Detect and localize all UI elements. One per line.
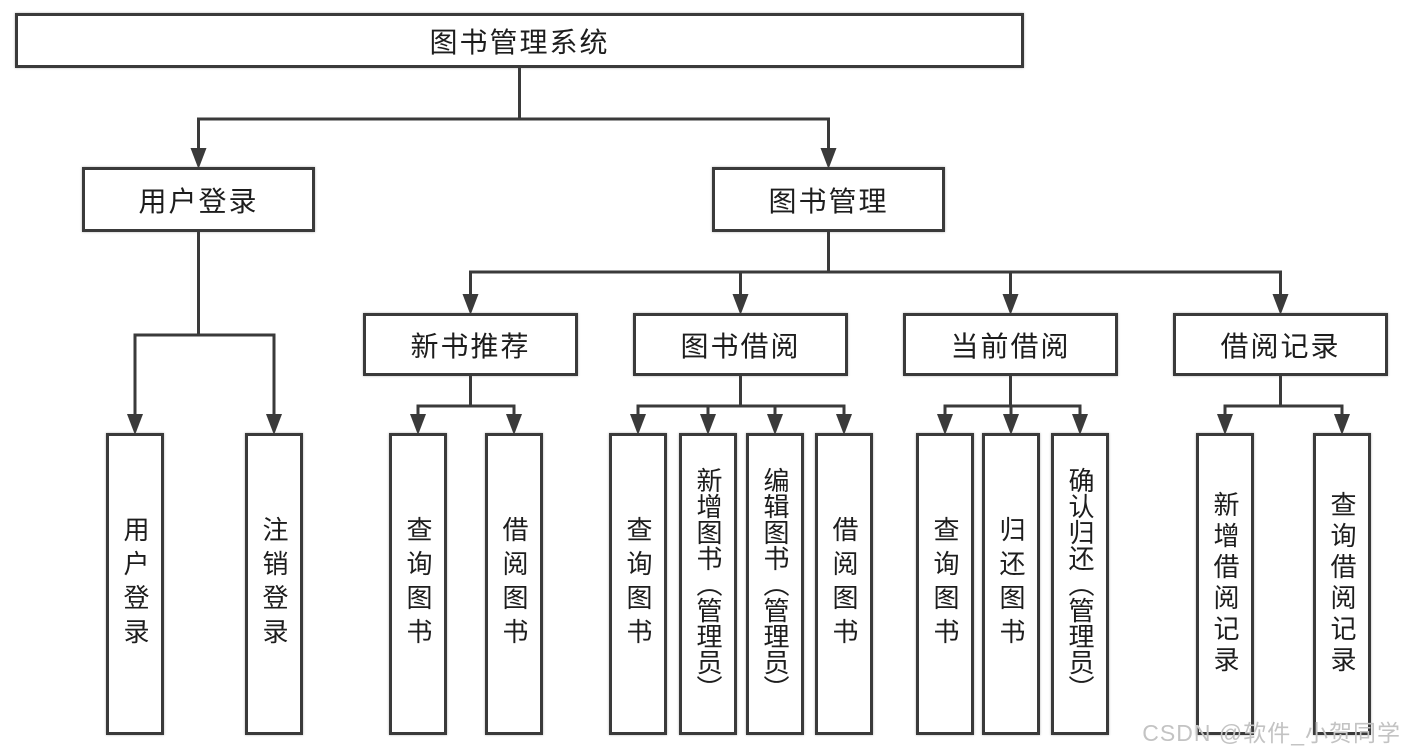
node-book-borrow: 图书借阅 [633, 313, 848, 376]
node-book-mgmt: 图书管理 [712, 167, 945, 232]
node-new-book-rec: 新书推荐 [363, 313, 578, 376]
node-user-login: 用户登录 [82, 167, 315, 232]
node-br-query: 查询借阅记录 [1313, 433, 1371, 735]
node-bb-borrow: 借阅图书 [815, 433, 873, 735]
node-bb-query: 查询图书 [609, 433, 667, 735]
node-bb-add: 新增图书（管理员） [679, 433, 737, 735]
node-br-add: 新增借阅记录 [1196, 433, 1254, 735]
node-current-borrow: 当前借阅 [903, 313, 1118, 376]
node-nbr-borrow: 借阅图书 [485, 433, 543, 735]
node-ul-logout: 注销登录 [245, 433, 303, 735]
node-nbr-query: 查询图书 [389, 433, 447, 735]
node-cb-query: 查询图书 [916, 433, 974, 735]
node-cb-return: 归还图书 [982, 433, 1040, 735]
node-root: 图书管理系统 [15, 13, 1024, 68]
node-ul-login: 用户登录 [106, 433, 164, 735]
node-borrow-records: 借阅记录 [1173, 313, 1388, 376]
node-cb-confirm: 确认归还（管理员） [1051, 433, 1109, 735]
watermark: CSDN @软件_小贺同学 [1142, 720, 1401, 746]
node-bb-edit: 编辑图书（管理员） [746, 433, 804, 735]
